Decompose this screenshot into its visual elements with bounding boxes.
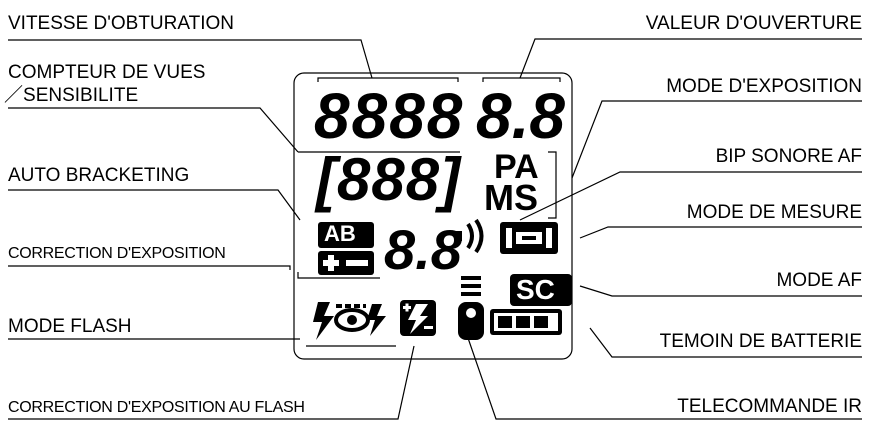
- battery-icon: [490, 309, 562, 335]
- label-flash-exposure-correction: CORRECTION D'EXPOSITION AU FLASH: [8, 399, 305, 416]
- flash-correction-leader: [8, 345, 415, 420]
- label-af-mode: MODE AF: [776, 270, 862, 291]
- flash-red-eye-icon: [313, 302, 386, 340]
- label-frame-counter: COMPTEUR DE VUES: [8, 62, 206, 83]
- shutter-leader: [8, 39, 373, 79]
- mode-bracket: [548, 151, 557, 219]
- shutter-bracket: [317, 77, 459, 82]
- aperture-bracket: [482, 77, 561, 82]
- label-battery-indicator: TEMOIN DE BATTERIE: [659, 331, 862, 352]
- flash-plus-minus-icon: [400, 300, 436, 336]
- metering-bracket-icon: [500, 222, 558, 254]
- lcd-mode-bottom: MS: [484, 177, 538, 218]
- lcd-frame: [293, 72, 573, 360]
- label-exposure-mode: MODE D'EXPOSITION: [666, 76, 862, 97]
- label-sensitivity: SENSIBILITE: [23, 85, 139, 106]
- plus-minus-icon: [318, 251, 374, 275]
- ir-remote-icon: [458, 276, 484, 340]
- label-flash-mode: MODE FLASH: [8, 316, 132, 337]
- metering-leader: [579, 226, 862, 239]
- label-exposure-correction: CORRECTION D'EXPOSITION: [8, 245, 226, 262]
- label-metering-mode: MODE DE MESURE: [686, 202, 862, 223]
- label-shutter-speed: VITESSE D'OBTURATION: [8, 13, 235, 34]
- label-auto-bracketing: AUTO BRACKETING: [8, 165, 190, 186]
- beep-leader: [519, 171, 862, 221]
- lcd-af-mode-badge: SC: [516, 274, 555, 305]
- label-ir-remote: TELECOMMANDE IR: [677, 396, 862, 417]
- lcd-correction-digits: 8.8: [384, 218, 462, 281]
- counter-leader: [8, 107, 299, 153]
- sound-waves-icon: [456, 218, 484, 254]
- label-separator: ／: [4, 85, 24, 106]
- label-aperture-value: VALEUR D'OUVERTURE: [645, 13, 862, 34]
- aperture-leader: [519, 38, 862, 79]
- ab-badge-bg: [318, 222, 374, 248]
- lcd-ab-badge: AB: [324, 221, 356, 246]
- lcd-mode-top: PA: [494, 148, 539, 186]
- lcd-aperture-digits: 8.8: [476, 80, 565, 152]
- sc-badge-bg: [510, 274, 572, 306]
- battery-leader: [589, 327, 862, 358]
- correction-leader: [8, 265, 291, 270]
- lcd-counter-digits: [888]: [316, 146, 462, 213]
- label-af-beep: BIP SONORE AF: [715, 146, 862, 167]
- af-mode-leader: [579, 285, 862, 297]
- bracketing-leader: [8, 189, 301, 221]
- exposure-mode-leader: [571, 100, 862, 179]
- label-frame-counter-line2: ／SENSIBILITE: [4, 86, 138, 106]
- lcd-shutter-digits: 8888: [314, 80, 465, 152]
- remote-leader: [467, 337, 862, 420]
- correction-bracket: [297, 272, 380, 279]
